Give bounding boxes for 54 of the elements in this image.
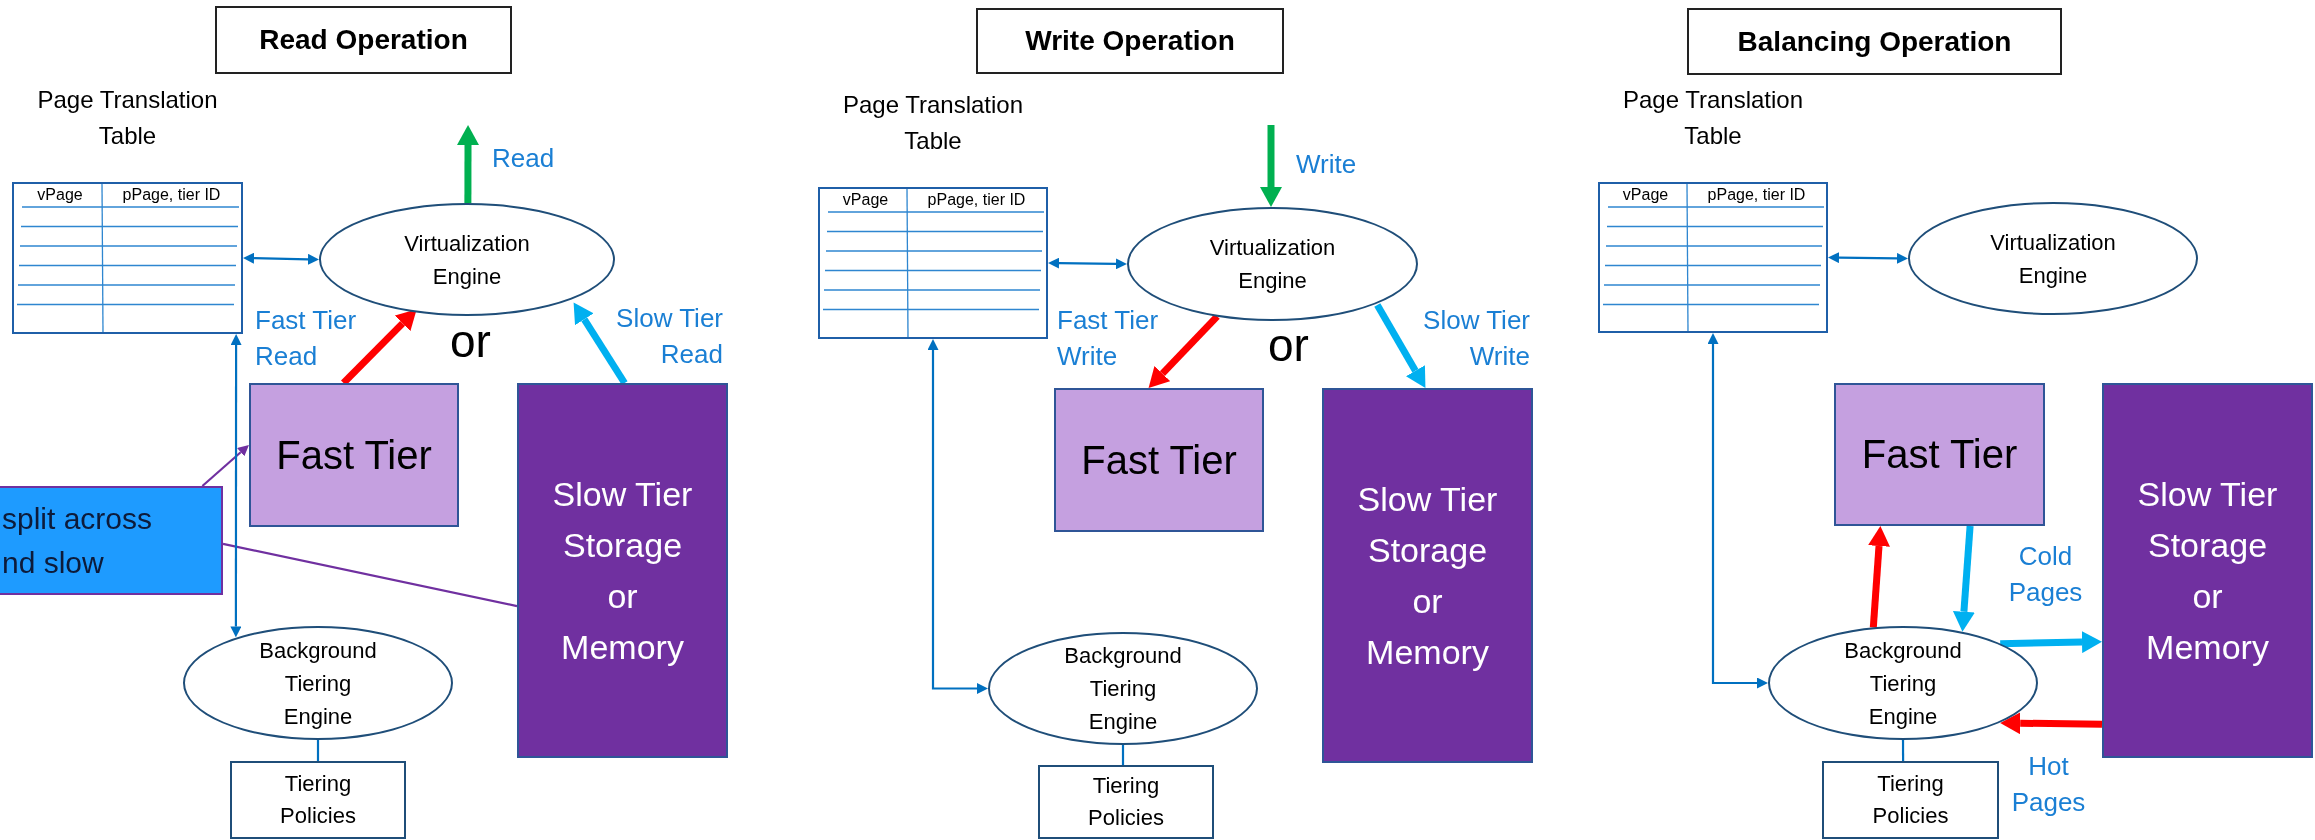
edge-label: Read <box>492 142 556 175</box>
policies-box: Tiering Policies <box>1038 765 1214 839</box>
leader-line <box>222 542 518 608</box>
arrow <box>457 125 479 203</box>
engine-ellipse: Background Tiering Engine <box>1768 626 2038 740</box>
or-label: or <box>1268 322 1309 368</box>
arrow <box>927 339 988 694</box>
column-header: pPage, tier ID <box>926 190 1027 210</box>
arrow <box>573 302 628 385</box>
edge-label: Slow Tier Read <box>615 302 723 371</box>
policies-box: Tiering Policies <box>230 761 406 839</box>
arrow <box>2000 712 2103 735</box>
arrow <box>1828 252 1908 264</box>
arrow <box>1148 313 1220 389</box>
policies-box: Tiering Policies <box>1822 761 1999 839</box>
or-label: or <box>450 318 491 364</box>
edge-label: Slow Tier Write <box>1422 304 1530 373</box>
title-box: Read Operation <box>215 6 512 74</box>
arrow <box>1952 525 1975 632</box>
table-heading: Page Translation Table <box>1621 85 1805 151</box>
edge-label: Write <box>1296 148 1358 181</box>
column-header: vPage <box>841 190 890 210</box>
arrow <box>1048 257 1127 270</box>
arrow <box>1374 303 1426 388</box>
connector-line <box>1901 740 1905 761</box>
column-header: vPage <box>1621 185 1670 205</box>
slow-tier-box: Slow Tier Storage or Memory <box>2102 383 2313 758</box>
slow-tier-box: Slow Tier Storage or Memory <box>1322 388 1533 763</box>
title-box: Balancing Operation <box>1687 8 2062 75</box>
leader-line <box>201 444 249 487</box>
table-heading: Page Translation Table <box>841 90 1025 156</box>
engine-ellipse: Virtualization Engine <box>1908 202 2198 315</box>
fast-tier-box: Fast Tier <box>1054 388 1264 532</box>
arrow <box>1707 333 1768 689</box>
title-box: Write Operation <box>976 8 1284 74</box>
arrow <box>230 334 242 638</box>
callout-box: split across nd slow <box>0 486 223 595</box>
column-header: pPage, tier ID <box>1706 185 1807 205</box>
fast-tier-box: Fast Tier <box>249 383 459 527</box>
slow-tier-box: Slow Tier Storage or Memory <box>517 383 728 758</box>
connector-line <box>316 740 320 761</box>
table-heading: Page Translation Table <box>36 85 219 151</box>
engine-ellipse: Background Tiering Engine <box>183 626 453 740</box>
arrow <box>243 252 319 265</box>
engine-ellipse: Background Tiering Engine <box>988 632 1258 745</box>
edge-label: Cold Pages <box>2007 540 2084 609</box>
fast-tier-box: Fast Tier <box>1834 383 2045 526</box>
arrow <box>2000 631 2102 654</box>
arrow <box>341 309 417 386</box>
column-header: pPage, tier ID <box>121 185 222 205</box>
edge-label: Hot Pages <box>2010 750 2087 819</box>
connector-line <box>1121 745 1125 765</box>
arrow <box>1868 526 1890 628</box>
column-header: vPage <box>36 185 84 205</box>
